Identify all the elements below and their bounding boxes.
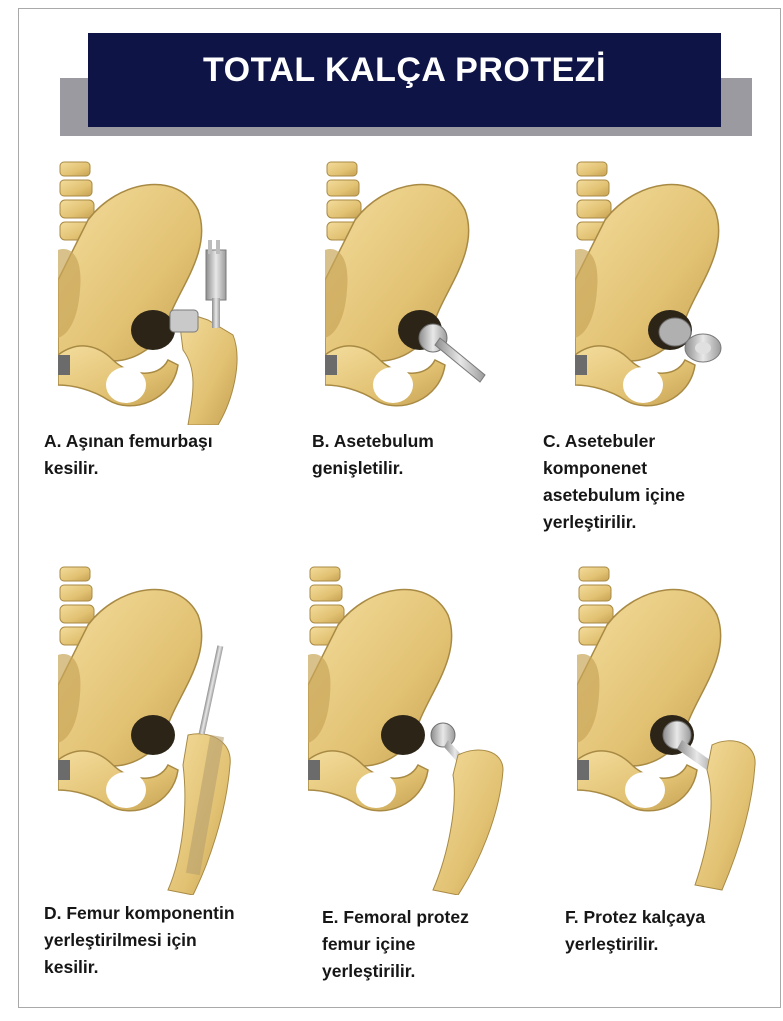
step-c-caption: C. Asetebuler komponenet asetebulum için…: [543, 428, 685, 536]
page-title: TOTAL KALÇA PROTEZİ: [203, 51, 606, 90]
step-a-illustration: [58, 160, 298, 425]
step-c-illustration: [575, 160, 783, 425]
step-e-caption: E. Femoral protez femur içine yerleştiri…: [322, 904, 469, 985]
step-a-caption: A. Aşınan femurbaşı kesilir.: [44, 428, 213, 482]
step-d-illustration: [58, 565, 298, 895]
title-banner: TOTAL KALÇA PROTEZİ: [88, 33, 721, 127]
step-b-caption: B. Asetebulum genişletilir.: [312, 428, 434, 482]
step-e-illustration: [308, 565, 548, 895]
step-b-illustration: [325, 160, 565, 425]
step-f-illustration: [577, 565, 783, 895]
step-d-caption: D. Femur komponentin yerleştirilmesi içi…: [44, 900, 235, 981]
step-f-caption: F. Protez kalçaya yerleştirilir.: [565, 904, 705, 958]
